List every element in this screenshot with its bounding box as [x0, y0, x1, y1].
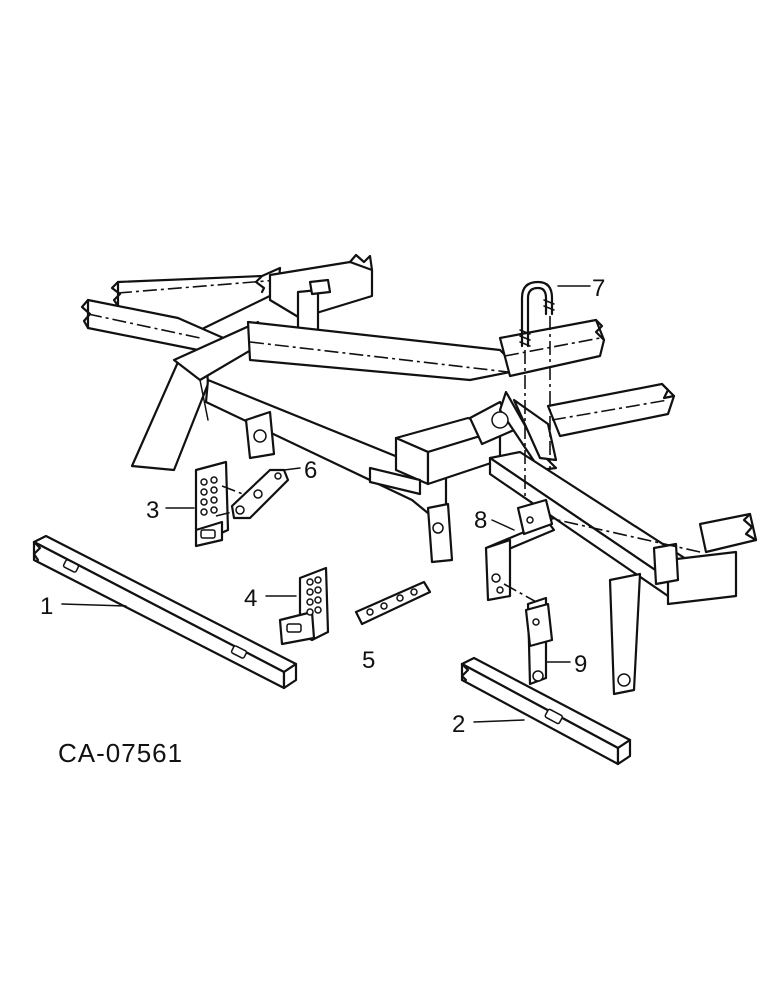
callout-5: 5 — [362, 647, 375, 674]
strap-part-5 — [354, 580, 432, 626]
callout-2: 2 — [452, 711, 465, 738]
leader-1 — [61, 603, 127, 607]
callout-labels: 1 2 3 4 5 6 7 8 9 — [40, 275, 605, 738]
right-hitch-plates — [468, 390, 558, 472]
callout-8: 8 — [474, 507, 487, 534]
diagram-code: CA-07561 — [58, 738, 183, 768]
callout-4: 4 — [244, 585, 257, 612]
callout-3: 3 — [146, 497, 159, 524]
mounting-plate-part-4 — [278, 566, 330, 646]
leader-6 — [283, 467, 301, 471]
long-angle-bar-part-2 — [460, 656, 632, 766]
link-plate-part-6 — [230, 468, 290, 520]
bracket-part-8 — [484, 498, 556, 605]
leader-lines — [61, 285, 591, 723]
mounting-plate-part-3 — [194, 460, 249, 548]
long-angle-bar-part-1 — [32, 534, 298, 690]
hanging-brackets — [244, 410, 642, 696]
leader-8 — [491, 519, 515, 531]
bracket-part-9 — [524, 596, 554, 686]
callout-6: 6 — [304, 457, 317, 484]
right-upper-tubes — [498, 318, 676, 438]
frame-assembly — [80, 253, 758, 696]
callout-7: 7 — [592, 275, 605, 302]
lower-right-cross-tube — [488, 450, 758, 606]
callout-9: 9 — [574, 651, 587, 678]
callout-1: 1 — [40, 593, 53, 620]
u-bolt-part-7 — [519, 280, 555, 500]
leader-2 — [473, 719, 525, 723]
